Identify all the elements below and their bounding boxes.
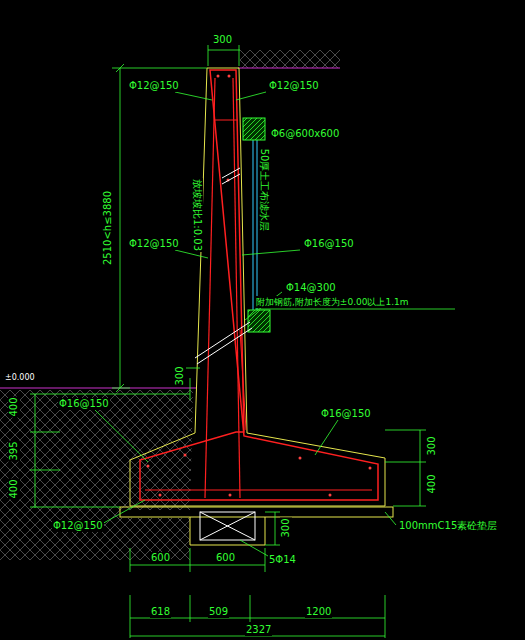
gravel-pack [243, 118, 265, 140]
rebar-callout: Φ6@600x600 [270, 128, 340, 140]
rebar [215, 120, 238, 121]
dimension-lines [30, 45, 426, 638]
dimension: 300 [212, 34, 233, 46]
rebar-callout: Φ16@150 [58, 398, 110, 410]
beam-cross [200, 512, 255, 540]
beam-box [200, 512, 255, 540]
dimension: 1200 [305, 606, 332, 618]
rebar-callout: Φ12@150 [52, 520, 104, 532]
soil-hatch [240, 50, 340, 68]
drain-pipe [222, 168, 240, 184]
rebar-callout: Φ12@150 [268, 80, 320, 92]
dimension: 2327 [245, 624, 272, 636]
filter-note: 50厚土工布滤水层 [258, 148, 270, 233]
dimension: 400 [8, 396, 20, 417]
dimension: 600 [215, 552, 236, 564]
leader-lines [95, 92, 455, 556]
dimension: 300 [426, 435, 438, 456]
grade-beam [190, 517, 265, 545]
rebar-outline [140, 70, 378, 500]
rebar [240, 330, 246, 430]
dimension: 300 [174, 365, 186, 386]
soil-hatch [0, 390, 193, 560]
rebar-note: 附加钢筋,附加长度为±0.00以上1.1m [255, 296, 410, 308]
dimension: 618 [150, 606, 171, 618]
dimension: 600 [150, 552, 171, 564]
rebar-callout: Φ16@150 [303, 238, 355, 250]
ground-line [0, 387, 196, 388]
dimension: 400 [426, 473, 438, 494]
rebar-callout: Φ14@300 [285, 282, 337, 294]
dimension: 300 [280, 517, 292, 538]
rebar-dots [147, 75, 372, 497]
rebar-callout: 5Φ14 [268, 554, 297, 566]
slope-note: 放坡坡比1:0.03 [191, 178, 203, 252]
height-range: 2510<h≤3880 [102, 190, 114, 266]
filter-layer [253, 120, 254, 320]
wall-outline [130, 68, 385, 506]
drain-pipe [195, 322, 252, 364]
ground-line [238, 67, 340, 68]
dimension: 509 [208, 606, 229, 618]
rebar-callout: Φ12@150 [128, 238, 180, 250]
elevation-mark: ±0.000 [4, 372, 36, 384]
rebar-callout: Φ12@150 [128, 80, 180, 92]
dimension: 395 [8, 440, 20, 461]
dimension: 400 [8, 478, 20, 499]
rebar [205, 78, 215, 498]
concrete-pad [120, 507, 393, 517]
rebar-callout: Φ16@150 [320, 408, 372, 420]
pad-note: 100mmC15素砼垫层 [398, 520, 498, 532]
rebar [233, 78, 240, 498]
rebar [145, 489, 372, 490]
